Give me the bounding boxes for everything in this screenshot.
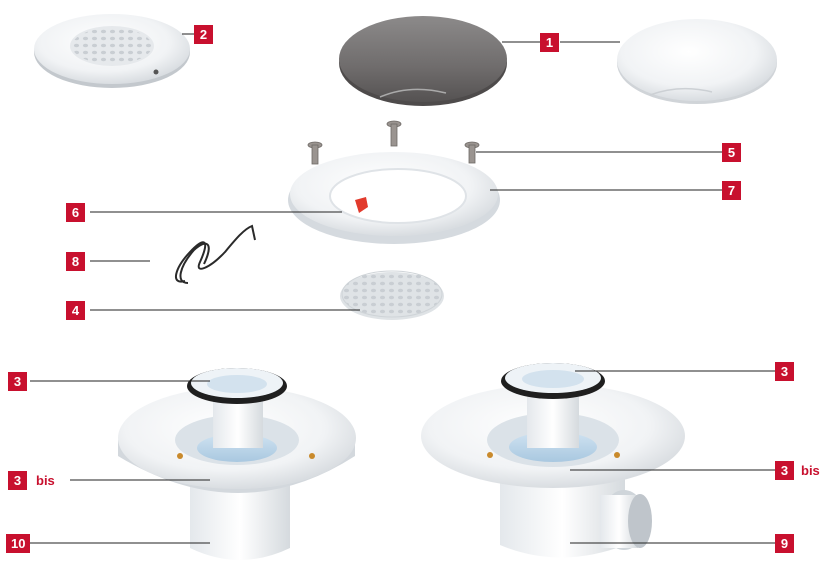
label-7: 7 xyxy=(722,181,741,200)
label-8: 8 xyxy=(66,252,85,271)
steel-cover-icon xyxy=(339,16,507,106)
label-3bis-right: 3 xyxy=(775,461,794,480)
label-9: 9 xyxy=(775,534,794,553)
label-2: 2 xyxy=(194,25,213,44)
horizontal-outlet-drain-icon xyxy=(421,363,685,558)
hair-filter-icon xyxy=(340,271,444,320)
label-5: 5 xyxy=(722,143,741,162)
drain-grate-icon xyxy=(34,14,190,88)
label-3bis-right-suffix: bis xyxy=(801,461,820,480)
vertical-outlet-drain-icon xyxy=(118,368,356,560)
label-10: 10 xyxy=(6,534,30,553)
label-4: 4 xyxy=(66,301,85,320)
white-cover-icon xyxy=(617,19,777,104)
label-6: 6 xyxy=(66,203,85,222)
label-3-left: 3 xyxy=(8,372,27,391)
label-1: 1 xyxy=(540,33,559,52)
label-3bis-left-suffix: bis xyxy=(36,471,55,490)
label-3-right: 3 xyxy=(775,362,794,381)
clamp-ring-icon xyxy=(288,152,500,244)
label-3bis-left: 3 xyxy=(8,471,27,490)
cleaning-hook-icon xyxy=(176,226,255,283)
